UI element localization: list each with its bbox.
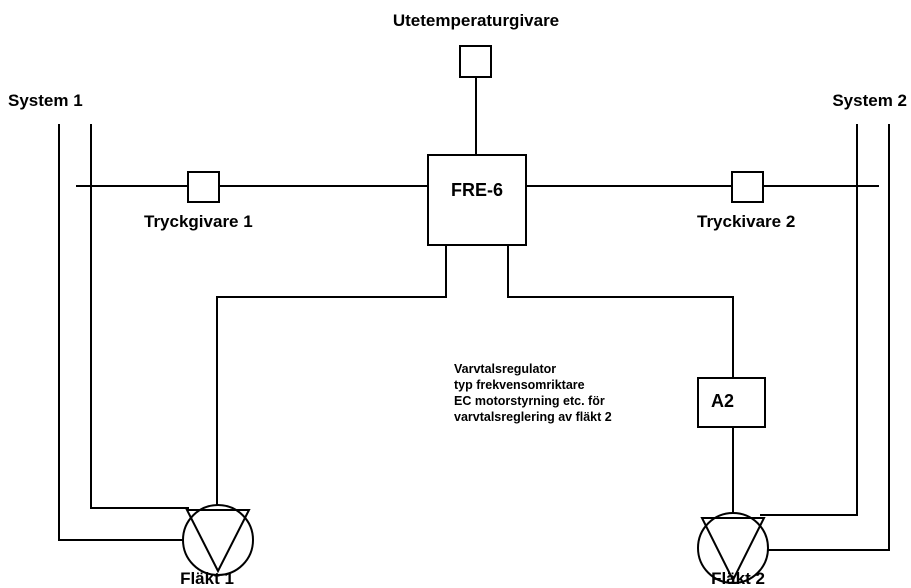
pressure-sensor-1-label: Tryckgivare 1	[144, 212, 253, 231]
fan-1-triangle	[185, 509, 251, 574]
controller-box	[427, 154, 527, 246]
fan-2-label: Fläkt 2	[711, 569, 765, 588]
pressure-sensor-1-box	[187, 171, 220, 203]
pressure-sensor-2-box	[731, 171, 764, 203]
note-line-2: typ frekvensomriktare	[454, 378, 585, 392]
fan-1-symbol	[182, 504, 254, 576]
fan-2-triangle	[700, 517, 766, 583]
note-line-1: Varvtalsregulator	[454, 362, 556, 376]
outdoor-sensor-box	[459, 45, 492, 78]
system-1-label: System 1	[8, 91, 83, 110]
system-1-outer-duct	[58, 124, 185, 541]
speed-controller-box	[697, 377, 766, 428]
note-line-3: EC motorstyrning etc. för	[454, 394, 605, 408]
fan-2-symbol	[697, 512, 769, 584]
fan-1-label: Fläkt 1	[180, 569, 234, 588]
note-line-4: varvtalsreglering av fläkt 2	[454, 410, 612, 424]
controller-label: FRE-6	[451, 180, 503, 200]
outdoor-sensor-label: Utetemperaturgivare	[393, 11, 559, 30]
speed-controller-label: A2	[711, 391, 734, 411]
fan-1-control-wire	[216, 244, 447, 506]
system-2-label: System 2	[832, 91, 907, 110]
system-2-outer-duct	[763, 124, 890, 551]
system-1-inner-duct	[90, 124, 189, 509]
pressure-sensor-2-label: Tryckivare 2	[697, 212, 795, 231]
system-2-inner-duct	[760, 124, 858, 516]
fan-2-control-wire	[507, 244, 734, 379]
